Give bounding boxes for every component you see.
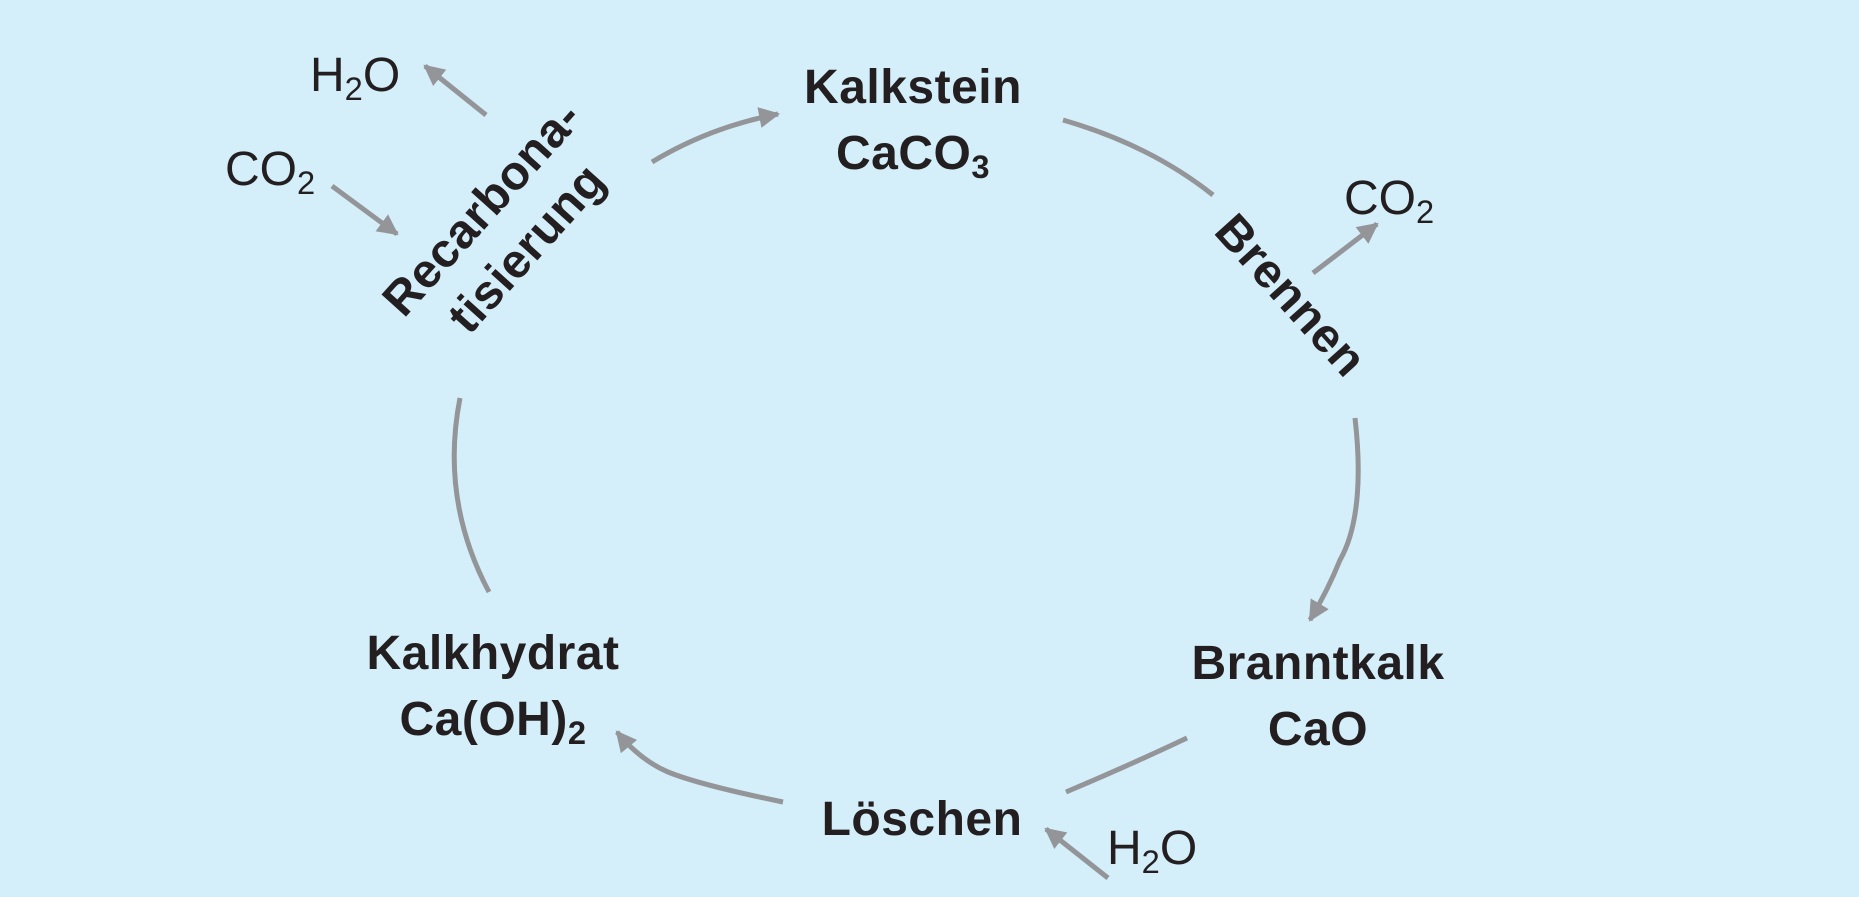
node-kalkhydrat-formula: Ca(OH)2 bbox=[399, 693, 587, 752]
molecule-co2-out-brennen: CO2 bbox=[1344, 172, 1435, 231]
arrow-brennen-to-branntkalk bbox=[1307, 417, 1361, 622]
node-kalkhydrat-name: Kalkhydrat bbox=[366, 627, 620, 680]
molecule-co2-in-recarb: CO2 bbox=[225, 143, 316, 202]
arrow-co2-in-recarb bbox=[330, 183, 399, 237]
node-kalkstein: Kalkstein CaCO3 bbox=[804, 61, 1022, 186]
node-branntkalk: Branntkalk CaO bbox=[1191, 640, 1444, 754]
arrow-h2o-in-loeschen bbox=[1044, 827, 1110, 880]
node-kalkstein-formula: CaCO3 bbox=[835, 127, 991, 186]
arrow-kalkstein-to-brennen bbox=[1062, 117, 1215, 197]
arrow-kalkhydrat-to-recarb bbox=[451, 397, 492, 594]
arrow-loeschen-to-kalkhydrat bbox=[615, 730, 784, 805]
molecule-h2o-in-loeschen: H2O bbox=[1107, 822, 1198, 881]
arrow-recarb-to-kalkstein bbox=[650, 107, 781, 165]
arrow-h2o-out-recarb bbox=[423, 64, 488, 117]
node-kalkhydrat: Kalkhydrat Ca(OH)2 bbox=[366, 627, 620, 752]
molecule-h2o-out-recarb: H2O bbox=[310, 49, 401, 108]
process-loeschen: Löschen bbox=[821, 793, 1023, 846]
arrow-branntkalk-to-loeschen bbox=[1065, 735, 1189, 795]
node-branntkalk-formula: CaO bbox=[1267, 703, 1369, 756]
arrow-co2-out-brennen bbox=[1311, 222, 1379, 275]
node-branntkalk-name: Branntkalk bbox=[1191, 637, 1445, 690]
node-kalkstein-name: Kalkstein bbox=[804, 61, 1022, 114]
